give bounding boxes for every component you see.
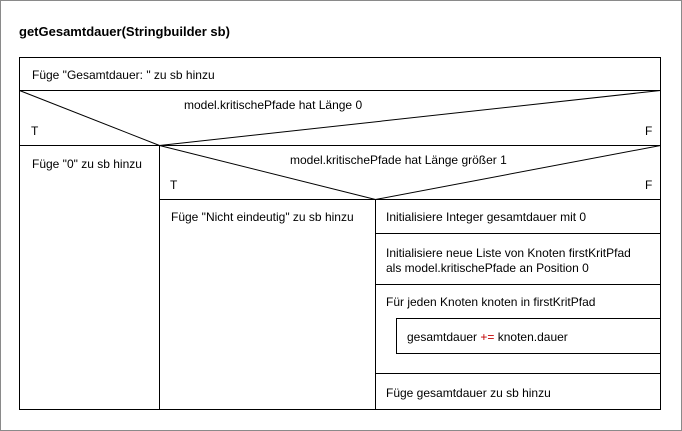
loop-body-box	[396, 318, 661, 354]
statement-add-gesamtdauer-final: Füge gesamtdauer zu sb hinzu	[386, 386, 551, 400]
function-title: getGesamtdauer(Stringbuilder sb)	[19, 24, 230, 39]
outer-true-label: T	[31, 124, 39, 138]
statement-add-zero: Füge "0" zu sb hinzu	[32, 157, 142, 171]
statement-add-gesamtdauer-label: Füge "Gesamtdauer: " zu sb hinzu	[32, 68, 215, 82]
statement-init-list-line1: Initialisiere neue Liste von Knoten firs…	[386, 246, 631, 260]
outer-condition: model.kritischePfade hat Länge 0	[184, 98, 363, 112]
outer-false-label: F	[645, 124, 653, 138]
loop-body-variable: gesamtdauer	[407, 330, 478, 344]
statement-not-unique: Füge "Nicht eindeutig" zu sb hinzu	[171, 210, 354, 224]
inner-false-label: F	[645, 178, 653, 192]
inner-condition: model.kritischePfade hat Länge größer 1	[290, 153, 507, 167]
loop-header: Für jeden Knoten knoten in firstKritPfad	[386, 295, 596, 309]
statement-init-list-line2: als model.kritischePfade an Position 0	[386, 261, 589, 275]
loop-body-operator: +=	[480, 330, 495, 344]
loop-body-statement: gesamtdauer += knoten.dauer	[407, 330, 568, 345]
inner-true-label: T	[170, 178, 178, 192]
statement-init-integer: Initialisiere Integer gesamtdauer mit 0	[386, 210, 587, 224]
loop-body-value: knoten.dauer	[497, 330, 568, 344]
